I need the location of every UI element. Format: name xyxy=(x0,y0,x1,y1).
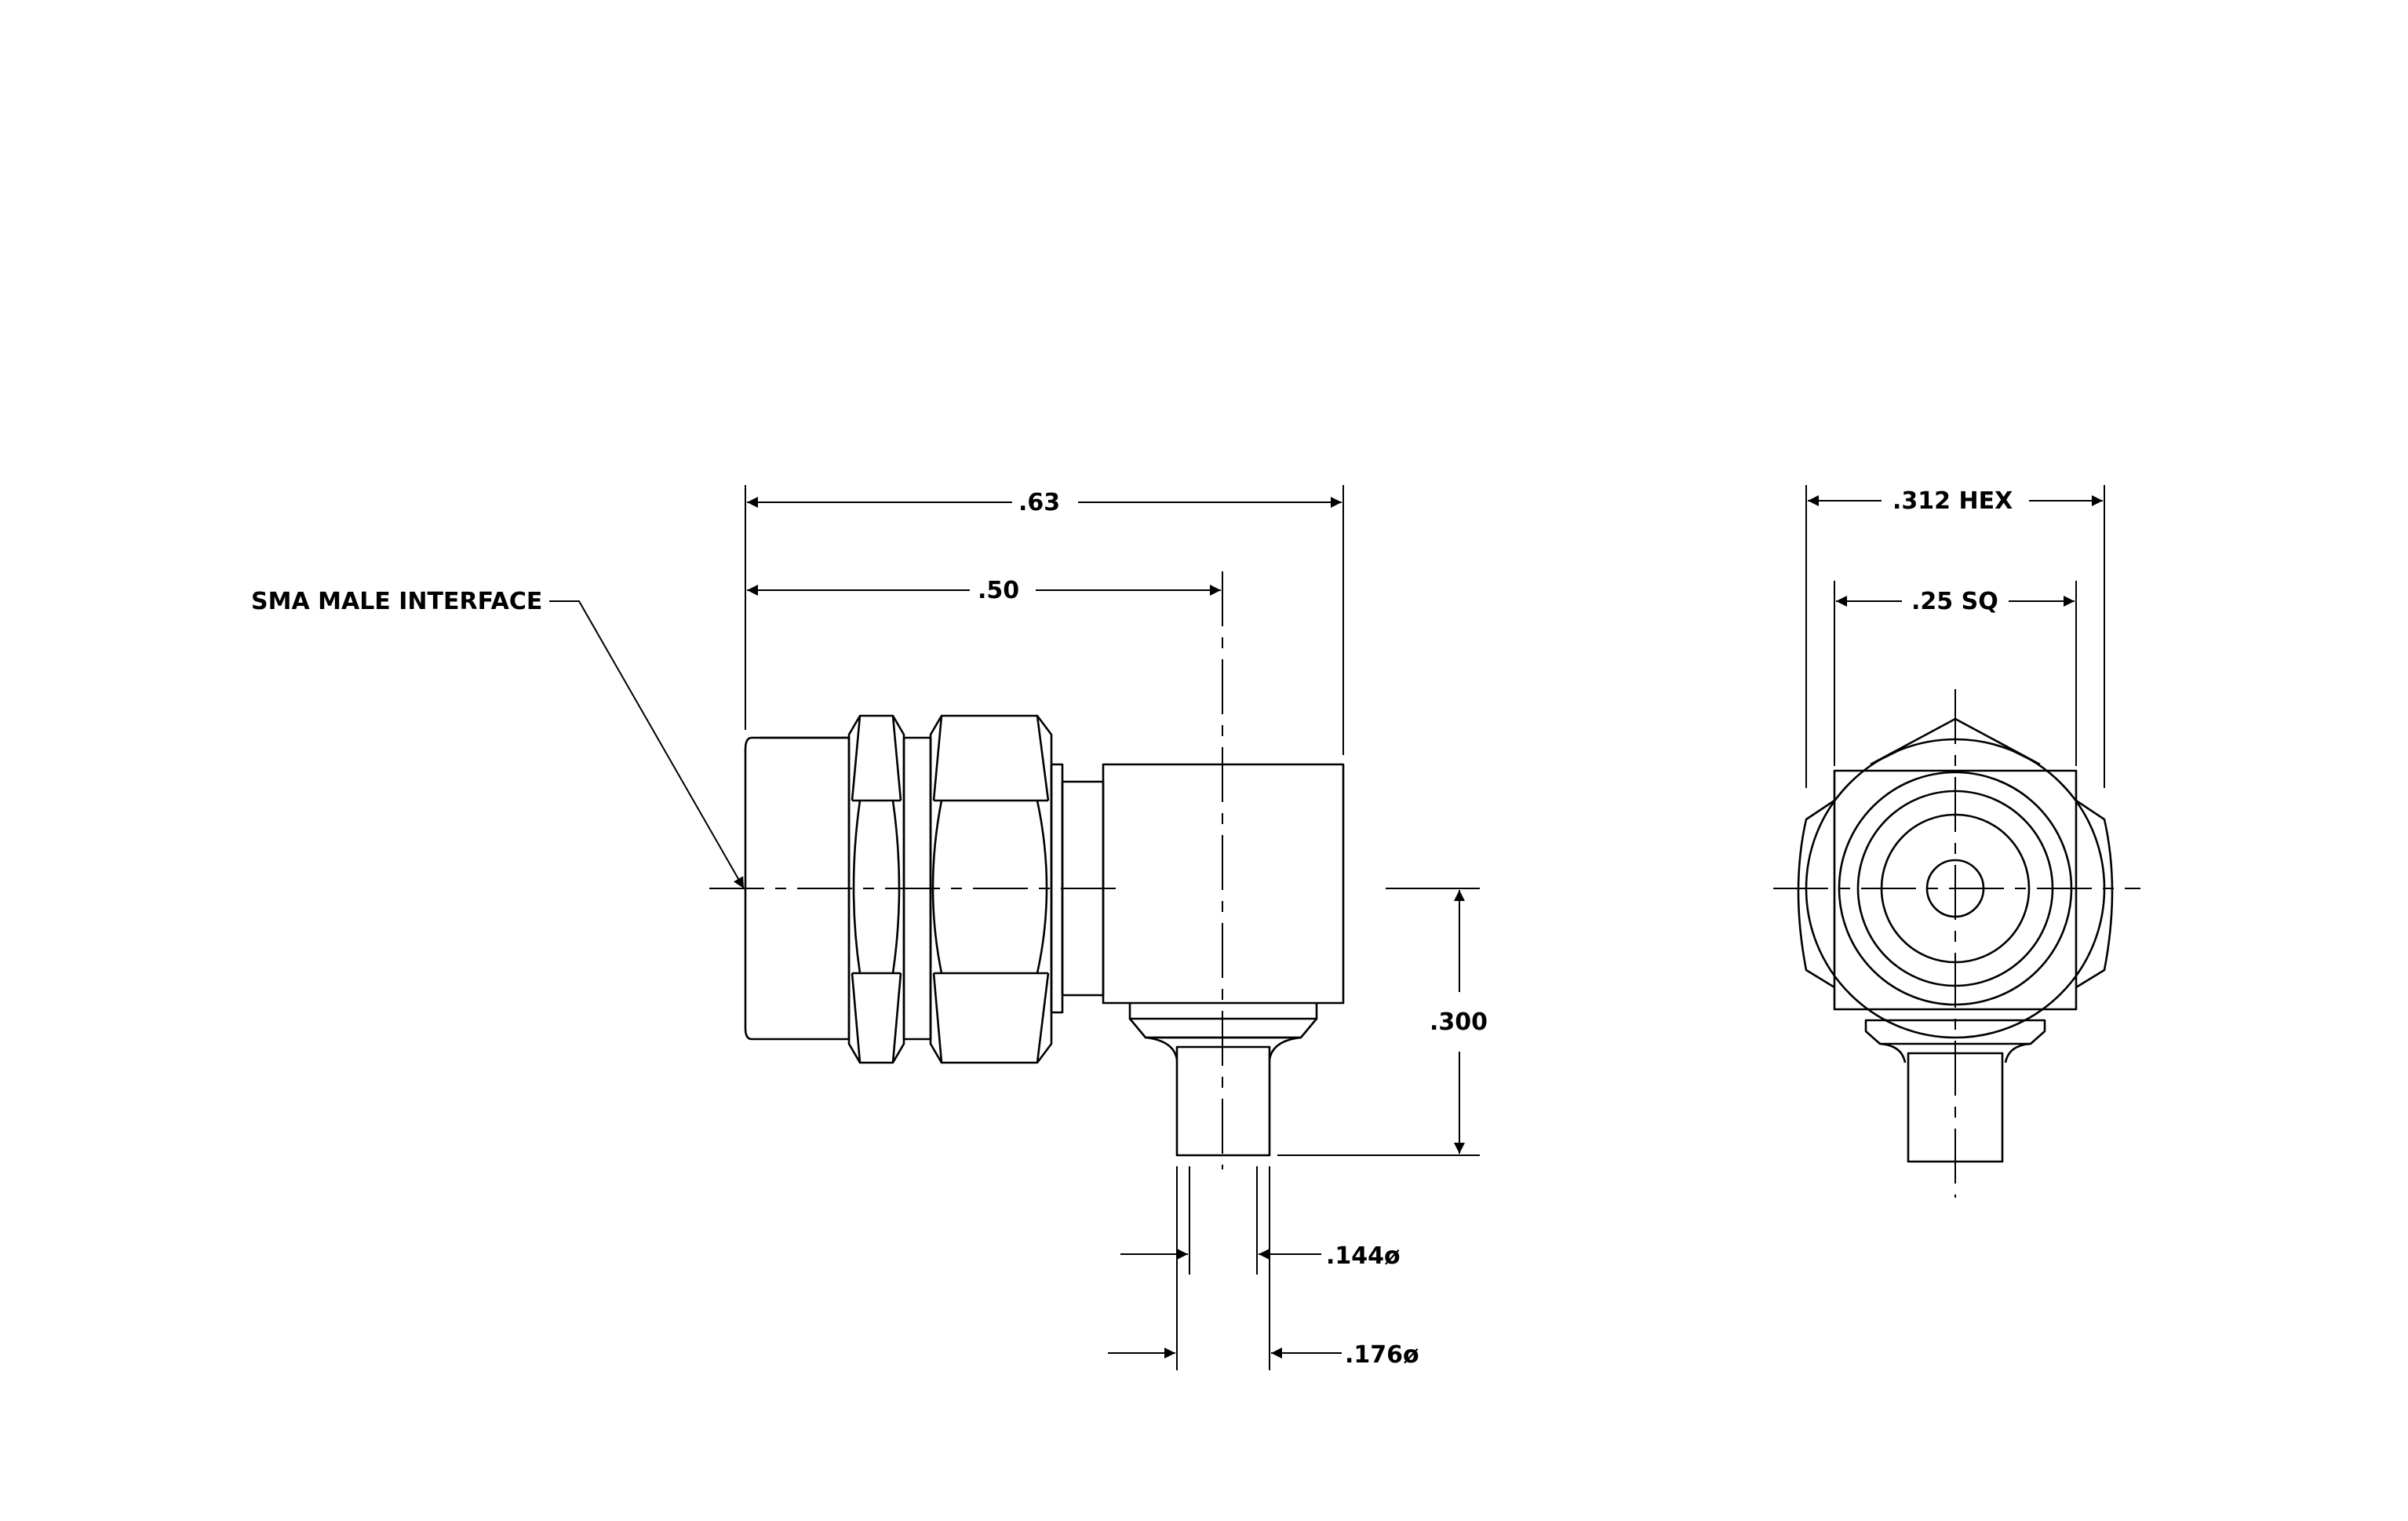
side-view: SMA MALE INTERFACE .63 .50 .300 .144ø .1… xyxy=(251,485,1488,1370)
dim-overall-length-label: .63 xyxy=(1018,489,1060,516)
square-body xyxy=(1833,769,2078,1011)
sma-callout-label: SMA MALE INTERFACE xyxy=(251,588,542,615)
end-view-shoulder xyxy=(1879,1042,2031,1063)
dim-square-label: .25 SQ xyxy=(1911,588,1998,615)
second-hex-nut xyxy=(929,714,1053,1064)
coupling-nut-outline xyxy=(744,736,851,1041)
flange-ring xyxy=(1050,763,1064,1014)
dim-hex-label: .312 HEX xyxy=(1893,487,2013,515)
dim-pin-height-label: .300 xyxy=(1430,1009,1488,1036)
sma-callout-leader xyxy=(549,600,745,889)
end-view: .312 HEX .25 SQ xyxy=(1773,485,2140,1198)
hex-outline xyxy=(1797,799,1835,989)
first-hex-nut xyxy=(847,714,905,1064)
dim-body-to-center-label: .50 xyxy=(978,577,1019,604)
dim-ferrule-diameter-label: .176ø xyxy=(1345,1341,1419,1369)
dim-pin-diameter-label: .144ø xyxy=(1326,1242,1401,1270)
